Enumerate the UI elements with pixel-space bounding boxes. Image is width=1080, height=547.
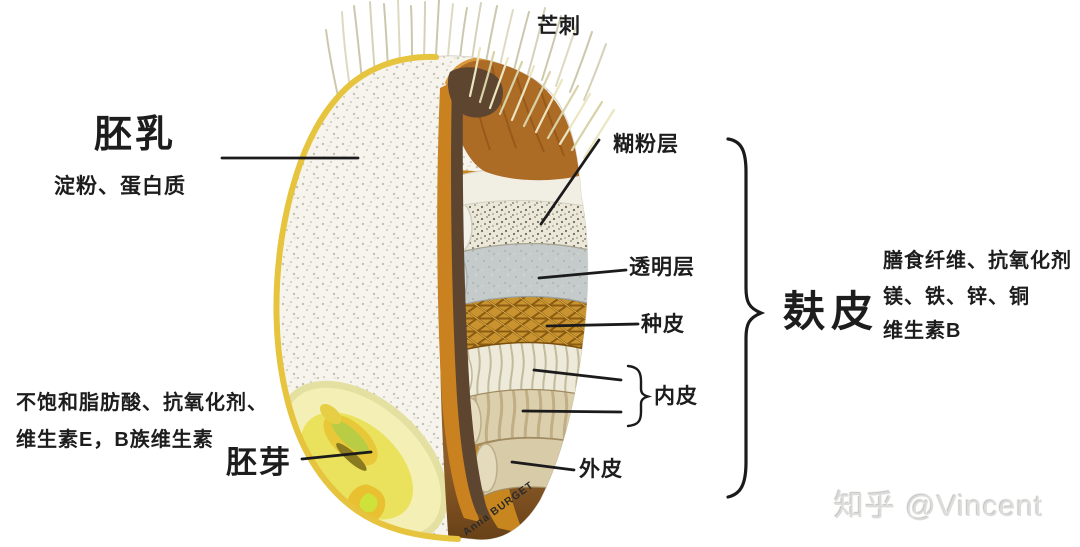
label-endosperm-desc: 淀粉、蛋白质	[54, 175, 186, 198]
inner-skin-brace	[626, 364, 653, 428]
pointer-lines	[220, 138, 640, 472]
kernel-gold-outline	[273, 53, 461, 542]
label-hyaline: 透明层	[629, 256, 695, 279]
label-bran-title: 麸皮	[783, 288, 880, 335]
crease	[437, 67, 503, 522]
pointer-outer-skin	[510, 460, 576, 472]
pointer-hyaline	[537, 268, 628, 280]
label-outer-skin: 外皮	[579, 458, 623, 481]
watermark: 知乎 @Vincent	[834, 490, 1044, 523]
label-seed-coat: 种皮	[641, 313, 685, 336]
label-germ-desc-2: 维生素E，B族维生素	[16, 429, 214, 451]
pointer-seed-coat	[545, 322, 640, 328]
label-germ-title: 胚芽	[226, 445, 292, 480]
pointer-inner-skin-upper	[532, 368, 623, 382]
label-endosperm-title: 胚乳	[94, 114, 177, 156]
bran-brace	[726, 137, 766, 499]
pointer-aleurone	[539, 138, 601, 226]
label-inner-skin: 内皮	[654, 385, 698, 408]
label-germ-desc-1: 不饱和脂肪酸、抗氧化剂、	[16, 392, 268, 414]
label-bran-desc-1: 膳食纤维、抗氧化剂	[883, 250, 1072, 272]
label-awn: 芒刺	[537, 15, 581, 38]
pointer-inner-skin-lower	[521, 409, 623, 414]
label-aleurone: 糊粉层	[613, 133, 679, 156]
cap-brush-hairs	[468, 46, 616, 160]
label-bran-desc-3: 维生素B	[883, 320, 962, 342]
pointer-germ	[300, 450, 373, 461]
label-bran-desc-2: 镁、铁、锌、铜	[883, 286, 1030, 308]
